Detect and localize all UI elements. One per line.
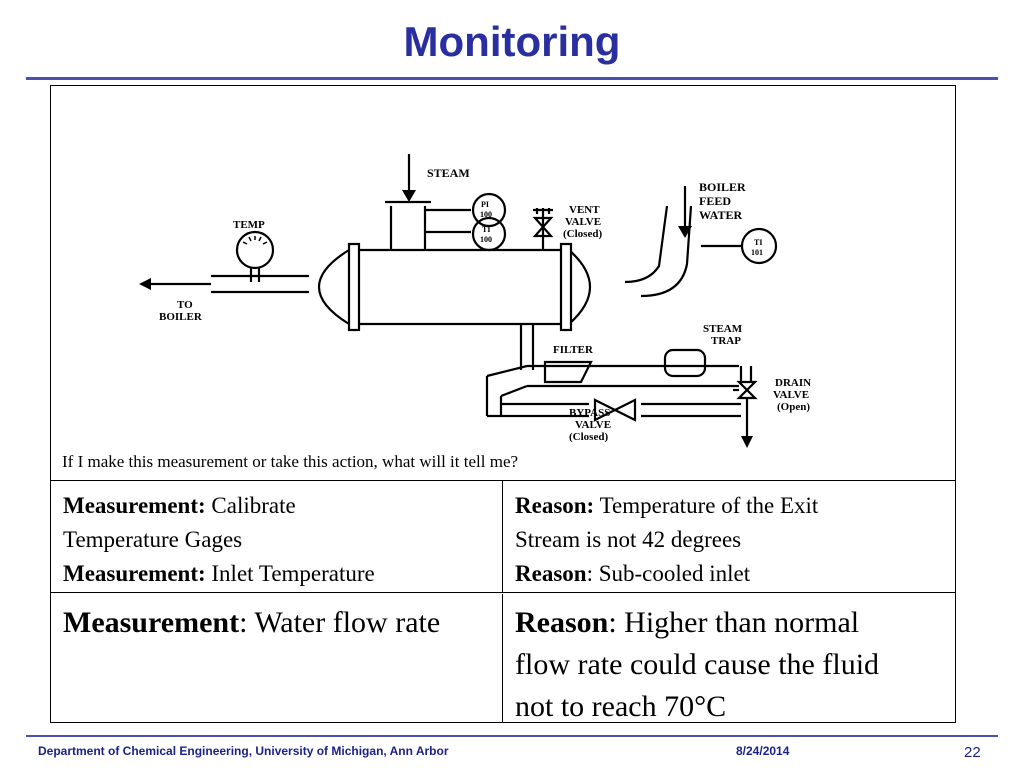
header-pipe bbox=[527, 364, 739, 388]
row1-measurement-cell: Measurement: Calibrate Temperature Gages… bbox=[51, 481, 503, 593]
filter-symbol bbox=[543, 360, 593, 384]
row2-measurement-cell: Measurement: Water flow rate bbox=[51, 594, 503, 722]
vessel-right-head bbox=[568, 249, 592, 325]
measurement-label: Measurement bbox=[63, 606, 240, 639]
loop-left-down bbox=[485, 376, 503, 416]
measurement-text: : Water flow rate bbox=[239, 606, 441, 639]
label-boiler-1: BOILER bbox=[699, 180, 746, 194]
process-schematic: STEAM PI 100 TI 100 VENT VALVE (Closed) … bbox=[139, 154, 811, 448]
footer-divider bbox=[26, 735, 998, 737]
vent-valve-stem bbox=[533, 208, 553, 214]
title-divider bbox=[26, 77, 998, 80]
measurement-text: Calibrate bbox=[205, 493, 296, 518]
row1-reason-cell: Reason: Temperature of the Exit Stream i… bbox=[503, 481, 955, 593]
row1-reason-line2: Stream is not 42 degrees bbox=[515, 527, 742, 552]
row1-reason-line3: Reason: Sub-cooled inlet bbox=[515, 557, 955, 591]
label-vent-3: (Closed) bbox=[563, 228, 602, 240]
measurement-label: Measurement: bbox=[63, 493, 206, 518]
drain-valve-symbol bbox=[736, 380, 758, 400]
footer-date: 8/24/2014 bbox=[736, 744, 790, 758]
reason-text: : Sub-cooled inlet bbox=[586, 561, 751, 586]
label-bypass-3: (Closed) bbox=[569, 431, 608, 443]
steam-arrow-head bbox=[402, 190, 416, 202]
label-ti-top: TI bbox=[482, 225, 490, 234]
outlet-pipe bbox=[211, 274, 309, 294]
label-to-boiler-2: BOILER bbox=[159, 311, 203, 323]
vent-valve-symbol bbox=[532, 216, 554, 238]
row2-reason-line1: Reason: Higher than normal bbox=[515, 602, 955, 644]
steam-trap-body bbox=[663, 348, 707, 378]
label-bypass-2: VALVE bbox=[575, 419, 611, 431]
vessel-left-head bbox=[318, 249, 350, 325]
label-boiler-2: FEED bbox=[699, 194, 731, 208]
label-ti101-top: TI bbox=[754, 238, 762, 247]
bypass-pipe bbox=[487, 402, 741, 418]
left-flange bbox=[347, 242, 361, 332]
feed-arrow-head bbox=[678, 226, 692, 238]
row1-measurement-line1: Measurement: Calibrate bbox=[63, 489, 502, 523]
measurement-text: Inlet Temperature bbox=[205, 561, 375, 586]
label-vent-1: VENT bbox=[569, 204, 600, 216]
measurement-label: Measurement: bbox=[63, 561, 206, 586]
reason-text: : Higher than normal bbox=[608, 606, 860, 639]
label-trap-1: STEAM bbox=[703, 323, 743, 335]
steam-nozzle bbox=[385, 200, 431, 250]
label-steam: STEAM bbox=[427, 166, 470, 180]
row1-measurement-line3: Measurement: Inlet Temperature bbox=[63, 557, 502, 591]
temp-gauge-dial bbox=[235, 230, 275, 270]
bypass-valve-symbol bbox=[593, 398, 637, 422]
row1-reason-line1: Reason: Temperature of the Exit bbox=[515, 489, 955, 523]
to-boiler-arrow-head bbox=[139, 278, 151, 290]
pi-100-bubble bbox=[471, 192, 507, 228]
vessel-body bbox=[349, 248, 571, 326]
footer-department: Department of Chemical Engineering, Univ… bbox=[38, 744, 449, 758]
ti-100-bubble bbox=[471, 216, 507, 252]
drain-riser bbox=[739, 366, 753, 382]
label-drain-1: DRAIN bbox=[775, 377, 811, 389]
heat-exchanger-diagram: STEAM PI 100 TI 100 VENT VALVE (Closed) … bbox=[51, 86, 955, 481]
reason-label: Reason: bbox=[515, 493, 595, 518]
reason-label: Reason bbox=[515, 606, 609, 639]
diagram-caption: If I make this measurement or take this … bbox=[62, 452, 519, 471]
drain-arrow-head bbox=[741, 436, 753, 448]
reason-label: Reason bbox=[515, 561, 587, 586]
slide-title: Monitoring bbox=[403, 18, 621, 65]
label-vent-2: VALVE bbox=[565, 216, 601, 228]
row1-measurement-line2: Temperature Gages bbox=[63, 527, 243, 552]
row2-reason-cell: Reason: Higher than normal flow rate cou… bbox=[503, 594, 955, 723]
reason-text: Temperature of the Exit bbox=[594, 493, 819, 518]
label-boiler-3: WATER bbox=[699, 208, 742, 222]
label-pi-bottom: 100 bbox=[480, 210, 492, 219]
label-drain-2: VALVE bbox=[773, 389, 809, 401]
label-drain-3: (Open) bbox=[777, 401, 810, 413]
label-pi-top: PI bbox=[481, 200, 489, 209]
row2-measurement-line1: Measurement: Water flow rate bbox=[63, 602, 502, 644]
drain-leg bbox=[519, 324, 535, 370]
label-bypass-1: BYPASS bbox=[569, 407, 610, 419]
label-temp: TEMP bbox=[233, 219, 265, 231]
row2-reason-line3: not to reach 70°C bbox=[515, 690, 727, 723]
label-to-boiler-1: TO bbox=[177, 299, 193, 311]
right-flange bbox=[559, 242, 573, 332]
ti-101-bubble bbox=[740, 227, 778, 265]
content-frame: STEAM PI 100 TI 100 VENT VALVE (Closed) … bbox=[50, 85, 956, 723]
label-ti-bottom: 100 bbox=[480, 235, 492, 244]
page-number: 22 bbox=[964, 744, 981, 761]
feed-water-pipe bbox=[624, 205, 693, 298]
label-trap-2: TRAP bbox=[711, 335, 741, 347]
label-ti101-bottom: 101 bbox=[751, 248, 763, 257]
label-filter: FILTER bbox=[553, 344, 594, 356]
instrument-lines bbox=[425, 208, 471, 234]
row2-reason-line2: flow rate could cause the fluid bbox=[515, 648, 880, 681]
loop-left bbox=[486, 364, 528, 398]
